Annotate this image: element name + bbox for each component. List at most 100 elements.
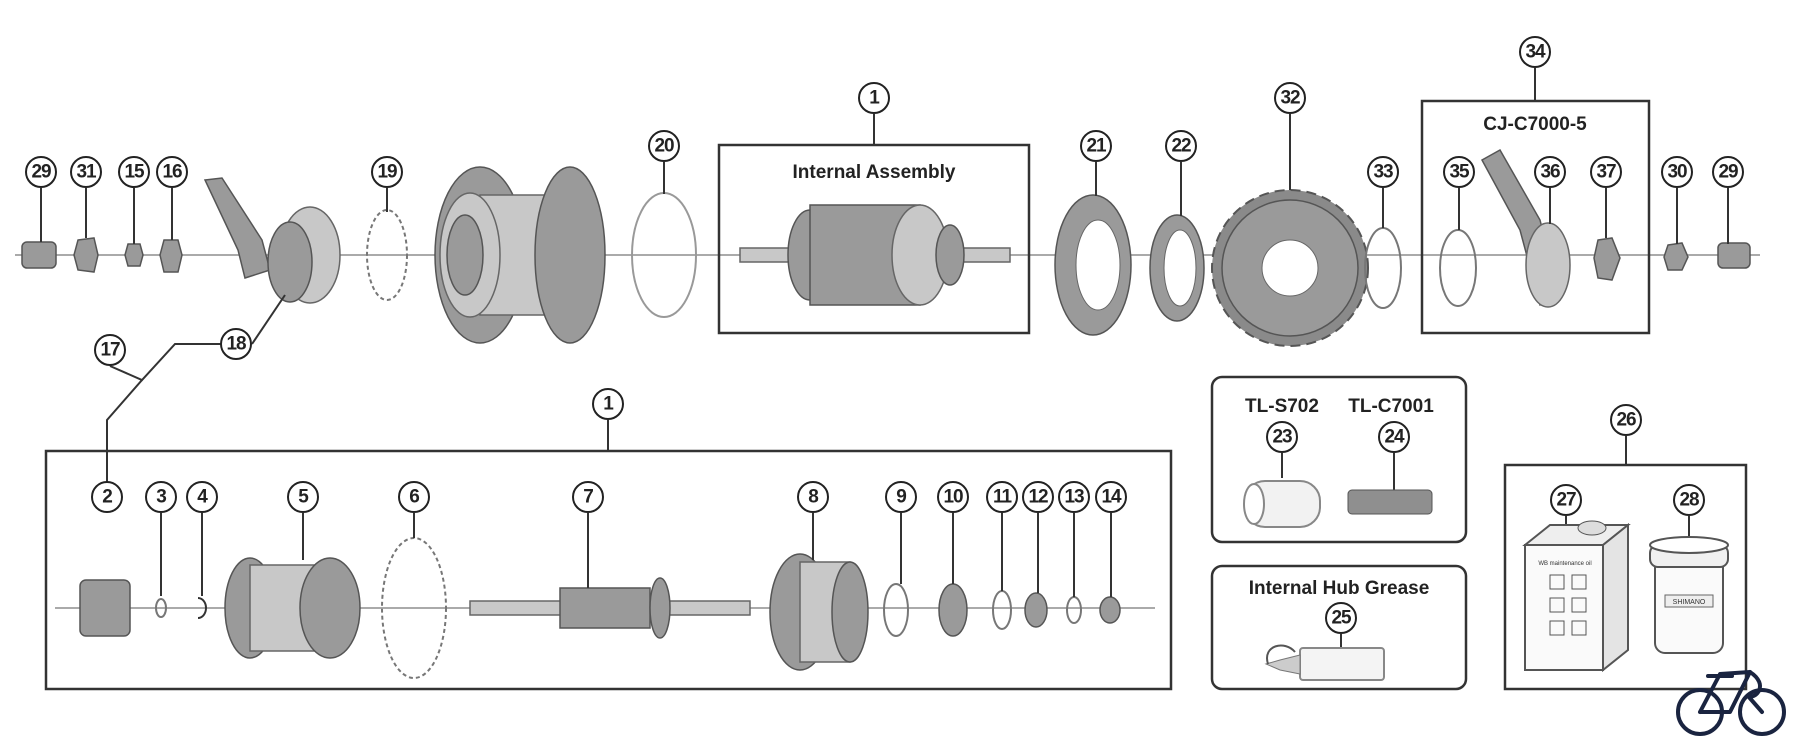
grease-tube-drawing [1264,644,1385,681]
part-35-ring [1439,229,1477,307]
jar-label: SHIMANO [1673,599,1706,606]
svg-text:25: 25 [1331,608,1352,629]
callout-9: 9 [885,481,917,513]
svg-text:3: 3 [156,487,166,508]
svg-text:32: 32 [1280,88,1300,109]
svg-text:14: 14 [1101,487,1122,508]
part-33-ring [1364,227,1402,309]
svg-text:29: 29 [31,162,51,183]
svg-text:13: 13 [1064,487,1084,508]
part-36-body [1525,222,1571,308]
svg-text:36: 36 [1540,162,1560,183]
callout-29-right: 29 [1712,156,1744,188]
callout-37: 37 [1590,156,1622,188]
part-13-washer [1066,596,1082,624]
part-11-washer [992,590,1012,630]
callout-29-left: 29 [25,156,57,188]
part-18-cone-face [267,221,313,303]
part-29-axle-nut [21,241,57,269]
svg-text:9: 9 [896,487,906,508]
svg-text:33: 33 [1373,162,1393,183]
callout-35: 35 [1443,156,1475,188]
svg-text:15: 15 [124,162,145,183]
svg-text:2: 2 [102,487,112,508]
svg-text:11: 11 [993,487,1013,508]
part-30-washer [1663,242,1689,271]
callout-34: 34 [1519,36,1551,68]
tool-tl-c7001-label: TL-C7001 [1348,396,1434,417]
svg-text:18: 18 [226,334,246,355]
oil-can-drawing: WB maintenance oil [1522,520,1631,673]
part-4-clip [197,597,207,619]
callout-6: 6 [398,481,430,513]
callout-14: 14 [1095,481,1127,513]
callout-15: 15 [118,156,150,188]
svg-text:20: 20 [654,136,674,157]
kit-box [1503,463,1748,691]
part-32-sprocket [1211,189,1369,347]
callout-36: 36 [1534,156,1566,188]
svg-text:12: 12 [1028,487,1048,508]
part-9-bearing [883,583,909,637]
part-15-nut [124,243,144,267]
callout-19: 19 [371,156,403,188]
callout-24: 24 [1378,421,1410,453]
part-37-nut [1593,237,1621,281]
svg-text:35: 35 [1449,162,1470,183]
callout-27: 27 [1550,484,1582,516]
internal-assembly-box [717,143,1031,335]
callout-33: 33 [1367,156,1399,188]
part-14-nut [1099,596,1121,624]
bottom-parts [79,537,1121,679]
svg-text:1: 1 [869,88,880,109]
part-8-driver [769,553,869,671]
svg-text:28: 28 [1679,490,1699,511]
part-5-planet-gear [224,557,361,659]
svg-text:24: 24 [1384,427,1405,448]
callout-10: 10 [937,481,969,513]
callout-17: 17 [94,334,126,366]
callout-18: 18 [220,328,252,360]
svg-text:23: 23 [1272,427,1292,448]
part-16-nut [159,239,183,273]
cj-group-box [1420,99,1651,335]
svg-text:8: 8 [808,487,818,508]
part-19-bearing-ring [366,209,408,301]
part-29-axle-nut-right [1717,242,1751,269]
callout-2: 2 [91,481,123,513]
svg-text:30: 30 [1667,162,1687,183]
tools-box [1210,375,1468,544]
bottom-callouts: 2 3 4 5 6 7 8 9 10 11 12 13 14 [91,481,1127,597]
top-parts [21,148,1751,347]
svg-text:16: 16 [162,162,182,183]
part-21-inner [1075,219,1121,311]
svg-text:27: 27 [1556,490,1576,511]
part-12-nut [1024,592,1048,628]
svg-text:1: 1 [603,394,614,415]
tool-24-drawing [1347,489,1433,515]
callout-13: 13 [1058,481,1090,513]
svg-text:34: 34 [1525,42,1546,63]
callout-3: 3 [145,481,177,513]
callout-22: 22 [1165,130,1197,162]
svg-text:26: 26 [1616,410,1636,431]
callout-21: 21 [1080,130,1112,162]
part-7-hub-axle [469,577,751,639]
callout-26: 26 [1610,404,1642,436]
svg-text:22: 22 [1171,136,1191,157]
callout-1-top: 1 [858,82,890,114]
part-3-ring [155,598,167,618]
callout-20: 20 [648,130,680,162]
internal-assembly-title: Internal Assembly [793,162,956,183]
svg-text:10: 10 [943,487,963,508]
callout-25: 25 [1325,602,1357,634]
callout-7: 7 [572,481,604,513]
callout-28: 28 [1673,484,1705,516]
callout-5: 5 [287,481,319,513]
svg-text:7: 7 [583,487,593,508]
svg-text:37: 37 [1596,162,1616,183]
svg-text:31: 31 [76,162,97,183]
grease-title: Internal Hub Grease [1249,578,1430,599]
tool-23-drawing [1243,480,1321,528]
